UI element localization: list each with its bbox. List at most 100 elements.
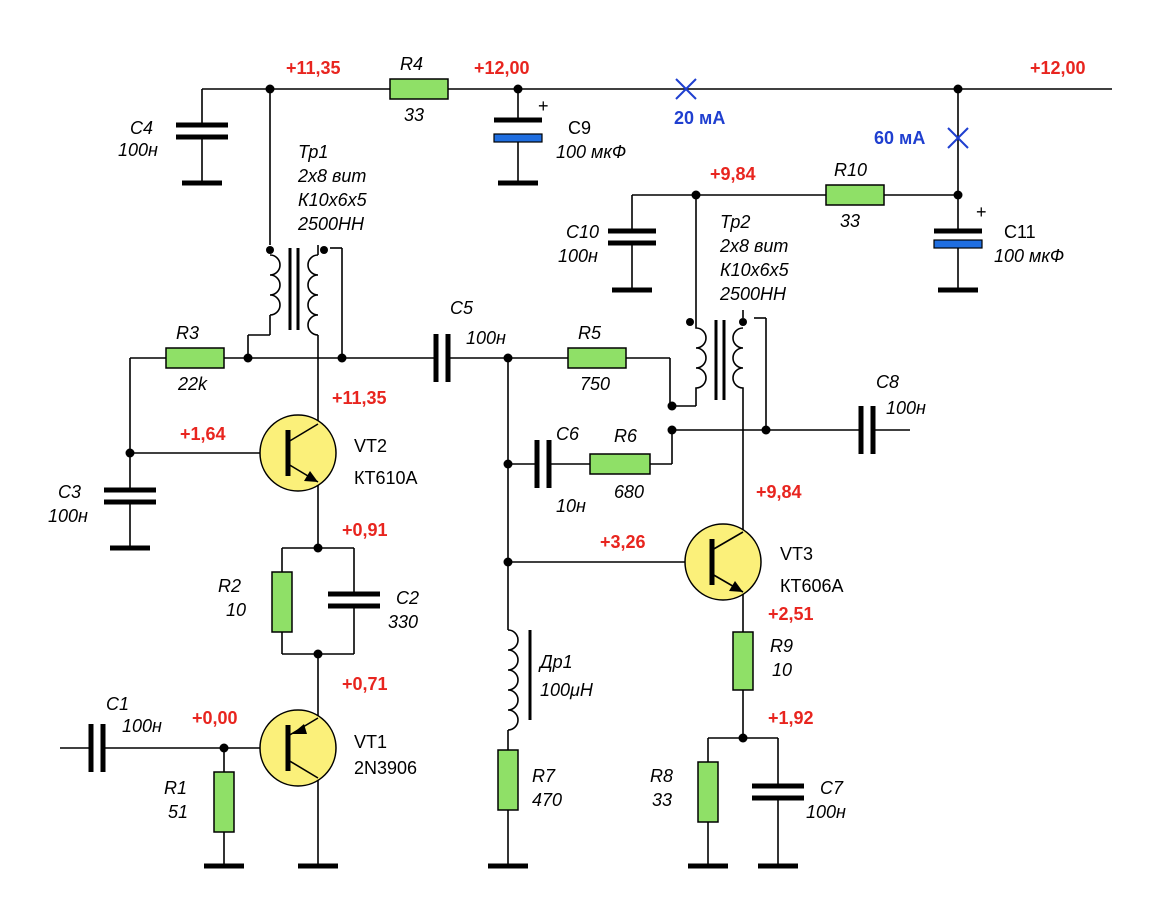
value-r1: 51 — [168, 802, 188, 822]
voltage-supply: +12,00 — [1030, 58, 1086, 78]
label-vt3: VT3 — [780, 544, 813, 564]
capacitor-c6 — [534, 440, 552, 488]
current-markers — [675, 78, 969, 149]
tp1-line2: К10х6х5 — [298, 190, 368, 210]
value-c2: 330 — [388, 612, 418, 632]
label-c4: C4 — [130, 118, 153, 138]
label-c9: C9 — [568, 118, 591, 138]
transformer-tp1 — [266, 246, 328, 336]
label-c10: C10 — [566, 222, 599, 242]
label-c1: C1 — [106, 694, 129, 714]
label-c2: C2 — [396, 588, 419, 608]
resistor-r10 — [825, 184, 885, 206]
voltage-vt2-base: +1,64 — [180, 424, 226, 444]
label-r4: R4 — [400, 54, 423, 74]
inductor-dr1 — [507, 629, 532, 731]
value-c1: 100н — [122, 716, 162, 736]
label-r8: R8 — [650, 766, 673, 786]
component-labels: R4 33 C4 100н Тр1 2х8 вит К10х6х5 2500НН… — [48, 54, 1064, 822]
label-dr1: Др1 — [538, 652, 573, 672]
value-c6: 10н — [556, 496, 586, 516]
transistor-vt1 — [259, 709, 337, 787]
value-r5: 750 — [580, 374, 610, 394]
capacitor-c10 — [608, 228, 656, 246]
capacitor-c9 — [493, 117, 543, 143]
capacitor-c2 — [328, 591, 380, 609]
capacitor-c3 — [104, 487, 156, 505]
value-r4: 33 — [404, 105, 424, 125]
tp2-line3: 2500НН — [719, 284, 787, 304]
label-r9: R9 — [770, 636, 793, 656]
voltage-vt1-base: +0,00 — [192, 708, 238, 728]
type-vt3: КТ606А — [780, 576, 844, 596]
tp1-line1: 2х8 вит — [297, 166, 366, 186]
voltage-labels: +11,35 +12,00 +12,00 +9,84 +11,35 +1,64 … — [180, 58, 1086, 728]
resistor-r1 — [213, 771, 235, 833]
label-c5: C5 — [450, 298, 474, 318]
label-r6: R6 — [614, 426, 638, 446]
label-c11: C11 — [1004, 222, 1036, 242]
resistor-r3 — [165, 347, 225, 369]
value-c10: 100н — [558, 246, 598, 266]
label-vt1: VT1 — [354, 732, 387, 752]
transistor-vt3 — [684, 523, 762, 601]
plus-c9: + — [538, 96, 549, 116]
label-r2: R2 — [218, 576, 241, 596]
current-main: 20 мА — [674, 108, 725, 128]
value-c4: 100н — [118, 140, 158, 160]
transistor-vt2 — [259, 414, 337, 492]
value-r6: 680 — [614, 482, 644, 502]
value-c5: 100н — [466, 328, 506, 348]
transformer-tp2 — [686, 310, 747, 400]
label-c6: C6 — [556, 424, 580, 444]
label-r7: R7 — [532, 766, 556, 786]
resistor-r2 — [271, 571, 293, 633]
label-c8: C8 — [876, 372, 899, 392]
label-r10: R10 — [834, 160, 867, 180]
resistors — [165, 78, 885, 833]
value-r7: 470 — [532, 790, 562, 810]
current-labels: 20 мА 60 мА — [674, 108, 925, 148]
resistor-r8 — [697, 761, 719, 823]
tp2-line2: К10х6х5 — [720, 260, 790, 280]
voltage-top-left: +11,35 — [286, 58, 341, 78]
label-tp2: Тр2 — [720, 212, 750, 232]
voltage-vt2-collector: +11,35 — [332, 388, 387, 408]
tp2-line1: 2х8 вит — [719, 236, 788, 256]
capacitor-c4 — [176, 122, 228, 140]
value-r3: 22k — [177, 374, 208, 394]
capacitor-c8 — [858, 406, 876, 454]
capacitor-c7 — [752, 783, 804, 801]
junctions — [125, 84, 963, 753]
voltage-vt3-base: +3,26 — [600, 532, 646, 552]
label-tp1: Тр1 — [298, 142, 328, 162]
value-c7: 100н — [806, 802, 846, 822]
voltage-r9-bottom: +1,92 — [768, 708, 814, 728]
resistor-r9 — [732, 631, 754, 691]
voltage-r10-left: +9,84 — [710, 164, 756, 184]
label-r5: R5 — [578, 323, 602, 343]
voltage-vt1-emitter: +0,71 — [342, 674, 388, 694]
ground-symbols — [110, 180, 978, 869]
resistor-r7 — [497, 749, 519, 811]
capacitor-c1 — [88, 724, 106, 772]
current-branch: 60 мА — [874, 128, 925, 148]
label-c3: C3 — [58, 482, 81, 502]
value-c11: 100 мкФ — [994, 246, 1064, 266]
value-c3: 100н — [48, 506, 88, 526]
resistor-r4 — [389, 78, 449, 100]
voltage-r4-right: +12,00 — [474, 58, 530, 78]
voltage-vt2-emitter: +0,91 — [342, 520, 388, 540]
value-r9: 10 — [772, 660, 792, 680]
value-c9: 100 мкФ — [556, 142, 626, 162]
value-dr1: 100μH — [540, 680, 594, 700]
value-c8: 100н — [886, 398, 926, 418]
resistor-r5 — [567, 347, 627, 369]
value-r10: 33 — [840, 211, 860, 231]
resistor-r6 — [589, 453, 651, 475]
value-r8: 33 — [652, 790, 672, 810]
label-c7: C7 — [820, 778, 844, 798]
type-vt2: КТ610А — [354, 468, 418, 488]
